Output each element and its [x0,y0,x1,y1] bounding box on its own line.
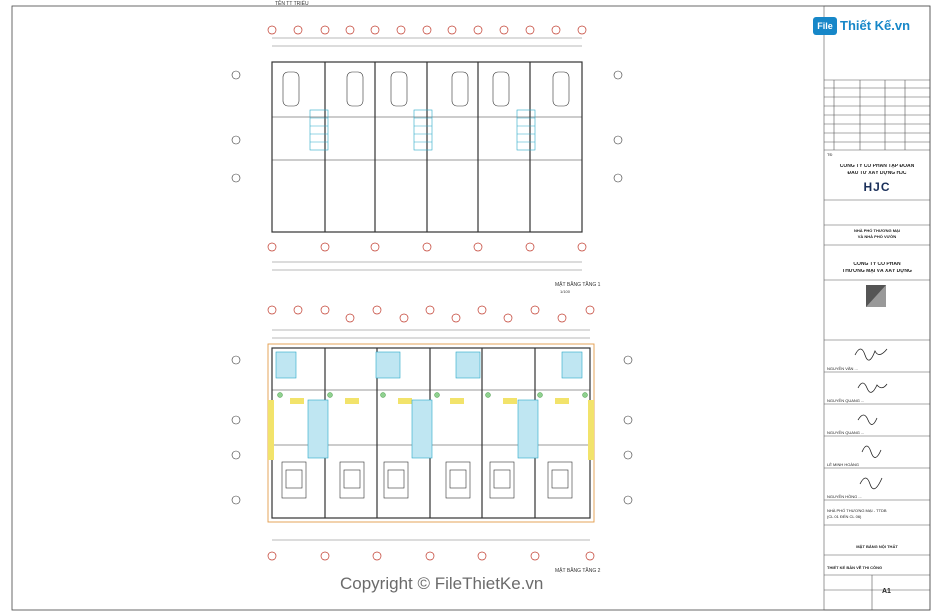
revision-header: TĐ [827,152,833,157]
sheet-number: A1 [882,588,891,595]
project-line-1: NHÀ PHỐ THƯƠNG MẠI [853,228,901,233]
drawing-title: MẶT BẰNG NỘI THẤT [856,544,898,549]
top-tag: TÊN TT TRIỂU [275,1,309,7]
project-line-2: VÀ NHÀ PHỐ VƯỜN [857,234,897,239]
item-line-1: NHÀ PHỐ THƯƠNG MẠI - TTDB [827,508,887,513]
signer-2: NGUYỄN QUANG ... [827,398,865,403]
phase-label: THIẾT KẾ BẢN VẼ THI CÔNG [827,565,883,570]
plan2-caption: MẶT BẰNG TẦNG 2 [555,568,601,574]
signer-5: NGUYỄN HỒNG ... [827,494,862,499]
title-block: TĐ CÔNG TY CỔ PHẦN TẬP ĐOÀN ĐẦU TƯ XÂY D… [824,0,930,615]
plant-icons [277,392,588,398]
signature-marks [854,348,888,490]
stairs-upper-floor [275,351,583,459]
consultant-line-1: CÔNG TY CỔ PHẦN [853,262,901,267]
copyright-watermark: Copyright © FileThietKe.vn [340,574,544,593]
signer-3: NGUYỄN QUANG ... [827,430,865,435]
site-logo: File Thiết Kế.vn [813,14,925,38]
title-block-frame [823,5,931,611]
furniture-icons [281,461,573,499]
plan1-scale: 1/100 [560,289,571,294]
stairs-ground-floor [309,109,536,151]
logo-text: Thiết Kế.vn [840,18,911,33]
plan1-caption: MẶT BẰNG TẦNG 1 [555,282,601,288]
signer-4: LÊ MINH HOÀNG [827,462,860,467]
company-heading: CÔNG TY CỔ PHẦN TẬP ĐOÀN [839,164,915,169]
consultant-logo-mark [866,285,886,307]
sheet-border [11,5,931,611]
plan-ground-floor [271,37,583,271]
grid-bubbles [267,25,587,252]
signer-1: NGUYỄN VĂN ... [827,366,858,371]
consultant-line-2: THƯƠNG MẠI VÀ XÂY DỰNG [842,269,912,274]
company-heading-2: ĐẦU TƯ XÂY DỰNG HJC [847,171,907,176]
upper-floor-yellow-fills [268,398,594,460]
item-line-2: (CL 01 ĐẾN CL 06) [827,514,862,519]
hjc-logo: HJC [863,180,891,194]
logo-box: File [813,17,837,35]
car-icons [282,71,570,107]
